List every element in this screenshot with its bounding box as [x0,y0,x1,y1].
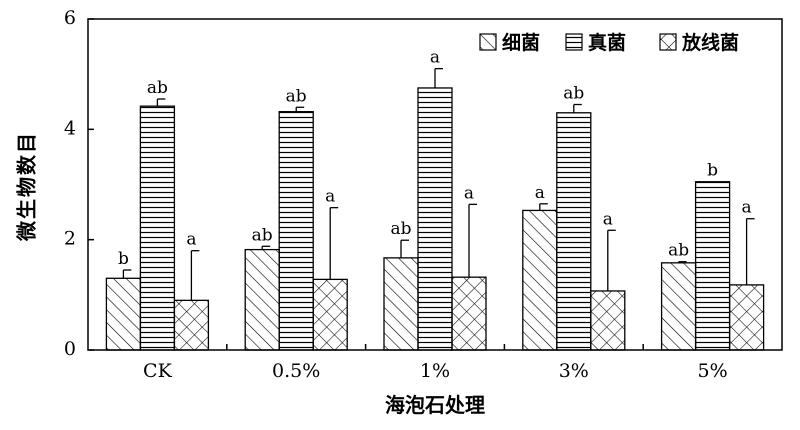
significance-label: ab [563,84,584,104]
legend-swatch [479,33,497,51]
legend-label: 细菌 [502,31,540,54]
y-tick-label: 4 [64,117,76,139]
bar [590,290,626,351]
significance-label: ab [390,219,411,239]
legend-swatch [565,33,583,51]
significance-label: ab [286,86,307,106]
y-tick-label: 2 [64,228,76,250]
bar [694,181,731,351]
significance-label: a [325,187,335,207]
plot-area: 0 2 4 6 CK 0.5% 1% 3% 5% b ab ab a ab ab ab a ab b a a a a a [64,7,783,382]
significance-label: a [430,48,440,68]
bar [312,278,348,351]
x-tick-label: 0.5% [272,360,320,382]
bar [522,209,558,351]
x-axis-ticks: CK 0.5% 1% 3% 5% [143,344,728,382]
significance-label: a [464,183,474,203]
y-tick-label: 0 [64,338,76,360]
significance-label: a [742,198,752,218]
bar [105,277,142,351]
significance-label: a [603,209,613,229]
bar [556,112,592,351]
significance-label: ab [668,241,689,261]
bar [417,87,453,351]
bar [728,284,765,351]
legend-label: 放线菌 [681,31,739,54]
x-tick-label: 5% [698,360,728,382]
significance-label: ab [252,225,273,245]
y-axis-ticks: 0 2 4 6 [64,7,94,360]
bar [383,257,419,351]
legend: 细菌 真菌 放线菌 [479,31,739,54]
x-tick-label: 1% [420,360,450,382]
x-tick-label: 3% [559,360,589,382]
bar [139,105,176,351]
bar [660,262,697,351]
significance-label: b [118,249,129,269]
legend-swatch [659,33,677,51]
bar [451,276,487,351]
legend-label: 真菌 [588,31,626,54]
bar [278,111,314,351]
significance-label: ab [147,78,168,98]
x-axis-label: 海泡石处理 [385,393,485,417]
bar-groups: b ab ab a ab ab ab a ab b a a a a a [105,48,765,351]
x-tick-label: CK [143,360,173,382]
y-tick-label: 6 [64,7,76,29]
significance-label: a [535,183,545,203]
significance-label: b [707,161,718,181]
bar [173,299,210,351]
significance-label: a [186,230,196,250]
bar [244,248,280,351]
y-axis-label: 微生物数目 [15,131,39,242]
